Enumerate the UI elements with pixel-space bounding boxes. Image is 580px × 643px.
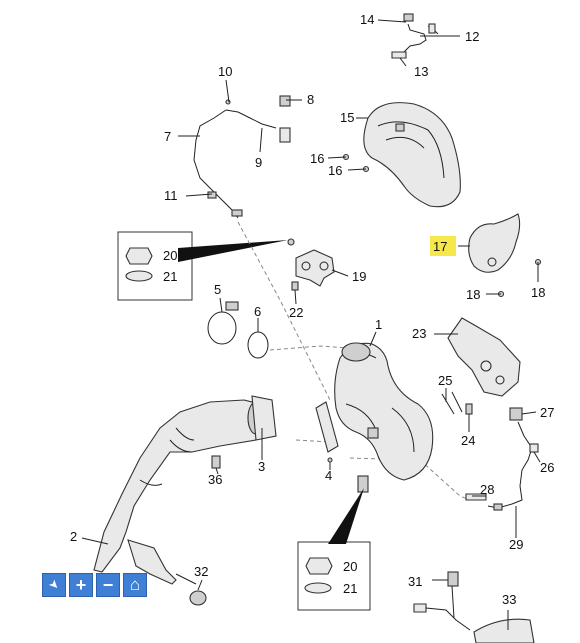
pointer-tool-button[interactable]: ➤	[42, 573, 66, 597]
callout-25[interactable]: 25	[438, 373, 452, 388]
callout-2[interactable]: 2	[70, 529, 77, 544]
bolt-22[interactable]	[291, 281, 299, 291]
callout-26[interactable]: 26	[540, 460, 554, 475]
callout-33[interactable]: 33	[502, 592, 516, 607]
home-button[interactable]: ⌂	[123, 573, 147, 597]
zoom-out-icon: −	[102, 574, 114, 595]
callout-box-upper	[117, 231, 288, 301]
callout-17[interactable]: 17	[433, 239, 447, 254]
bolt-36[interactable]	[211, 455, 221, 469]
front-pipe-2[interactable]	[93, 395, 277, 606]
callout-22[interactable]: 22	[289, 305, 303, 320]
sensor-harness-right[interactable]	[465, 407, 539, 511]
callout-13[interactable]: 13	[414, 64, 428, 79]
stud-24[interactable]	[465, 403, 473, 415]
callout-9[interactable]: 9	[255, 155, 262, 170]
callout-27[interactable]: 27	[540, 405, 554, 420]
callout-1[interactable]: 1	[375, 317, 382, 332]
heat-shield-17[interactable]	[468, 213, 542, 298]
callout-8[interactable]: 8	[307, 92, 314, 107]
callout-4[interactable]: 4	[325, 468, 332, 483]
callout-23[interactable]: 23	[412, 326, 426, 341]
callout-15[interactable]: 15	[340, 110, 354, 125]
callout-10[interactable]: 10	[218, 64, 232, 79]
callout-16a[interactable]: 16	[310, 151, 324, 166]
pointer-icon: ➤	[45, 576, 63, 594]
callout-31[interactable]: 31	[408, 574, 422, 589]
catalytic-converter-1[interactable]	[315, 342, 434, 493]
callout-16b[interactable]: 16	[328, 163, 342, 178]
callout-18b[interactable]: 18	[531, 285, 545, 300]
heat-shield-upper[interactable]	[363, 102, 461, 208]
callout-14[interactable]: 14	[360, 12, 374, 27]
callout-12[interactable]: 12	[465, 29, 479, 44]
gasket-6[interactable]	[247, 331, 269, 359]
leader-lines	[81, 19, 541, 630]
oxygen-sensor-upper[interactable]	[391, 13, 439, 59]
oxygen-sensor-lower[interactable]	[193, 95, 291, 219]
pipe-33[interactable]	[473, 618, 535, 643]
clamp-5[interactable]	[207, 301, 239, 345]
callout-32[interactable]: 32	[194, 564, 208, 579]
callout-28[interactable]: 28	[480, 482, 494, 497]
callout-21b[interactable]: 21	[343, 581, 357, 596]
callout-7[interactable]: 7	[164, 129, 171, 144]
callout-3[interactable]: 3	[258, 459, 265, 474]
nut-20-upper[interactable]	[287, 238, 295, 246]
callout-18a[interactable]: 18	[466, 287, 480, 302]
zoom-in-button[interactable]: +	[69, 573, 93, 597]
bracket-23[interactable]	[447, 317, 521, 397]
bracket-31[interactable]	[413, 571, 471, 631]
home-icon: ⌂	[129, 575, 141, 594]
callout-5[interactable]: 5	[214, 282, 221, 297]
callout-36[interactable]: 36	[208, 472, 222, 487]
callout-11[interactable]: 11	[164, 188, 178, 203]
callout-19[interactable]: 19	[352, 269, 366, 284]
bracket-19[interactable]	[295, 249, 335, 287]
callout-24[interactable]: 24	[461, 433, 475, 448]
highlight-17	[430, 236, 456, 256]
callout-20b[interactable]: 20	[343, 559, 357, 574]
callout-29[interactable]: 29	[509, 537, 523, 552]
callout-6[interactable]: 6	[254, 304, 261, 319]
studs-25[interactable]	[441, 391, 463, 415]
zoom-in-icon: +	[75, 574, 87, 595]
callout-box-lower	[297, 488, 371, 611]
zoom-out-button[interactable]: −	[96, 573, 120, 597]
callout-21a[interactable]: 21	[163, 269, 177, 284]
callout-20a[interactable]: 20	[163, 248, 177, 263]
callout-labels: 14 12 13 15 16 16 17 18 18 10 8 7 9 11 2…	[70, 12, 554, 607]
